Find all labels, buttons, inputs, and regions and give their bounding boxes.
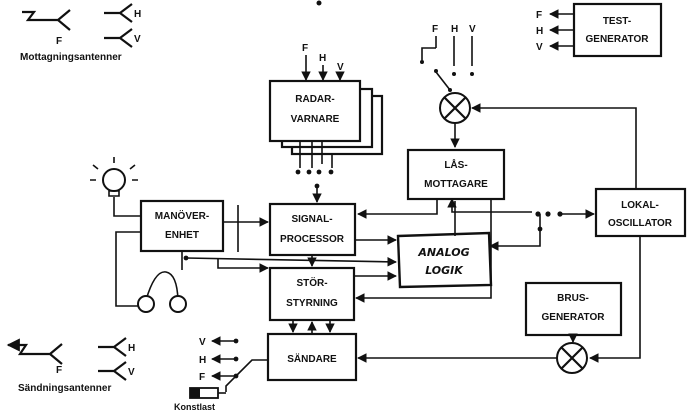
rx-label-f: F: [56, 36, 62, 47]
lock-receiver-label-1: LÅS-: [444, 158, 467, 171]
test-generator-block: TEST- GENERATOR F H V: [536, 2, 663, 58]
analog-logic-label-2: LOGIK: [425, 264, 464, 277]
transmit-antenna-f-icon: [6, 338, 63, 365]
lock-receiver-block: LÅS- MOTTAGARE: [406, 148, 506, 201]
transmit-output-f: F: [199, 372, 205, 383]
test-output-h: H: [536, 26, 543, 37]
radar-warner-label-1: RADAR-: [295, 94, 334, 105]
receive-antenna-v-icon: [104, 28, 133, 48]
lock-receiver-label-2: MOTTAGARE: [424, 179, 488, 190]
jamming-control-label-2: STYRNING: [286, 298, 338, 309]
radar-warner-label-2: VARNARE: [291, 114, 340, 125]
transmit-antenna-h-icon: [98, 337, 127, 357]
jamming-control-label-1: STÖR-: [296, 276, 327, 289]
transmit-antennas-caption: Sändningsantenner: [18, 383, 111, 394]
radar-input-f: F: [302, 43, 308, 54]
receive-antenna-h-icon: [104, 3, 133, 23]
tx-label-h: H: [128, 343, 135, 354]
radar-input-v: V: [337, 62, 344, 73]
receive-antenna-f-icon: [22, 9, 71, 31]
test-output-v: V: [536, 42, 543, 53]
tx-label-f: F: [56, 365, 62, 376]
local-oscillator-block: LOKAL- OSCILLATOR: [594, 187, 687, 238]
test-output-f: F: [536, 10, 542, 21]
analog-logic-label-1: ANALOG: [417, 246, 469, 259]
receive-antennas: F H V Mottagningsantenner: [20, 3, 141, 63]
mixer-input-switch: F H V: [420, 24, 476, 92]
stray-dot: [316, 0, 322, 6]
noise-generator-block: BRUS- GENERATOR: [524, 281, 623, 337]
dummy-load-icon: [189, 387, 226, 399]
transmit-output-switch: V H F: [199, 336, 268, 392]
signal-processor-block: SIGNAL- PROCESSOR: [268, 202, 357, 257]
transmit-output-v: V: [199, 337, 206, 348]
radar-input-h: H: [319, 53, 326, 64]
radar-warner-block: RADAR- VARNARE F H V: [268, 43, 384, 156]
mixer-icon: [439, 92, 471, 124]
noise-mixer-icon: [556, 342, 588, 374]
maneuver-unit-label-1: MANÖVER-: [155, 209, 209, 222]
local-oscillator-label-1: LOKAL-: [621, 200, 659, 211]
local-oscillator-label-2: OSCILLATOR: [608, 218, 673, 229]
rx-label-h: H: [134, 9, 141, 20]
maneuver-unit-block: MANÖVER- ENHET: [139, 199, 225, 253]
mixer-input-f: F: [432, 24, 438, 35]
mixer-input-v: V: [469, 24, 476, 35]
signal-processor-label-1: SIGNAL-: [291, 214, 332, 225]
mixer-input-h: H: [451, 24, 458, 35]
transmit-antenna-v-icon: [98, 361, 127, 381]
noise-generator-label-1: BRUS-: [557, 293, 589, 304]
warning-lamp-icon: [90, 157, 138, 197]
tx-label-v: V: [128, 367, 135, 378]
jamming-control-block: STÖR- STYRNING: [268, 266, 356, 322]
receive-antennas-caption: Mottagningsantenner: [20, 52, 122, 63]
headphones-icon: [137, 271, 187, 313]
dummy-load-label: Konstlast: [174, 402, 215, 412]
signal-processor-label-2: PROCESSOR: [280, 234, 345, 245]
transmitter-block: SÄNDARE: [266, 332, 358, 382]
test-generator-label-2: GENERATOR: [586, 34, 650, 45]
transmit-antennas: F H V Sändningsantenner: [6, 337, 135, 394]
rx-label-v: V: [134, 34, 141, 45]
analog-logic-block: ANALOG LOGIK: [396, 231, 493, 289]
transmitter-label: SÄNDARE: [287, 352, 337, 365]
transmit-output-h: H: [199, 355, 206, 366]
maneuver-unit-label-2: ENHET: [165, 230, 199, 241]
test-generator-label-1: TEST-: [603, 16, 631, 27]
noise-generator-label-2: GENERATOR: [542, 312, 606, 323]
